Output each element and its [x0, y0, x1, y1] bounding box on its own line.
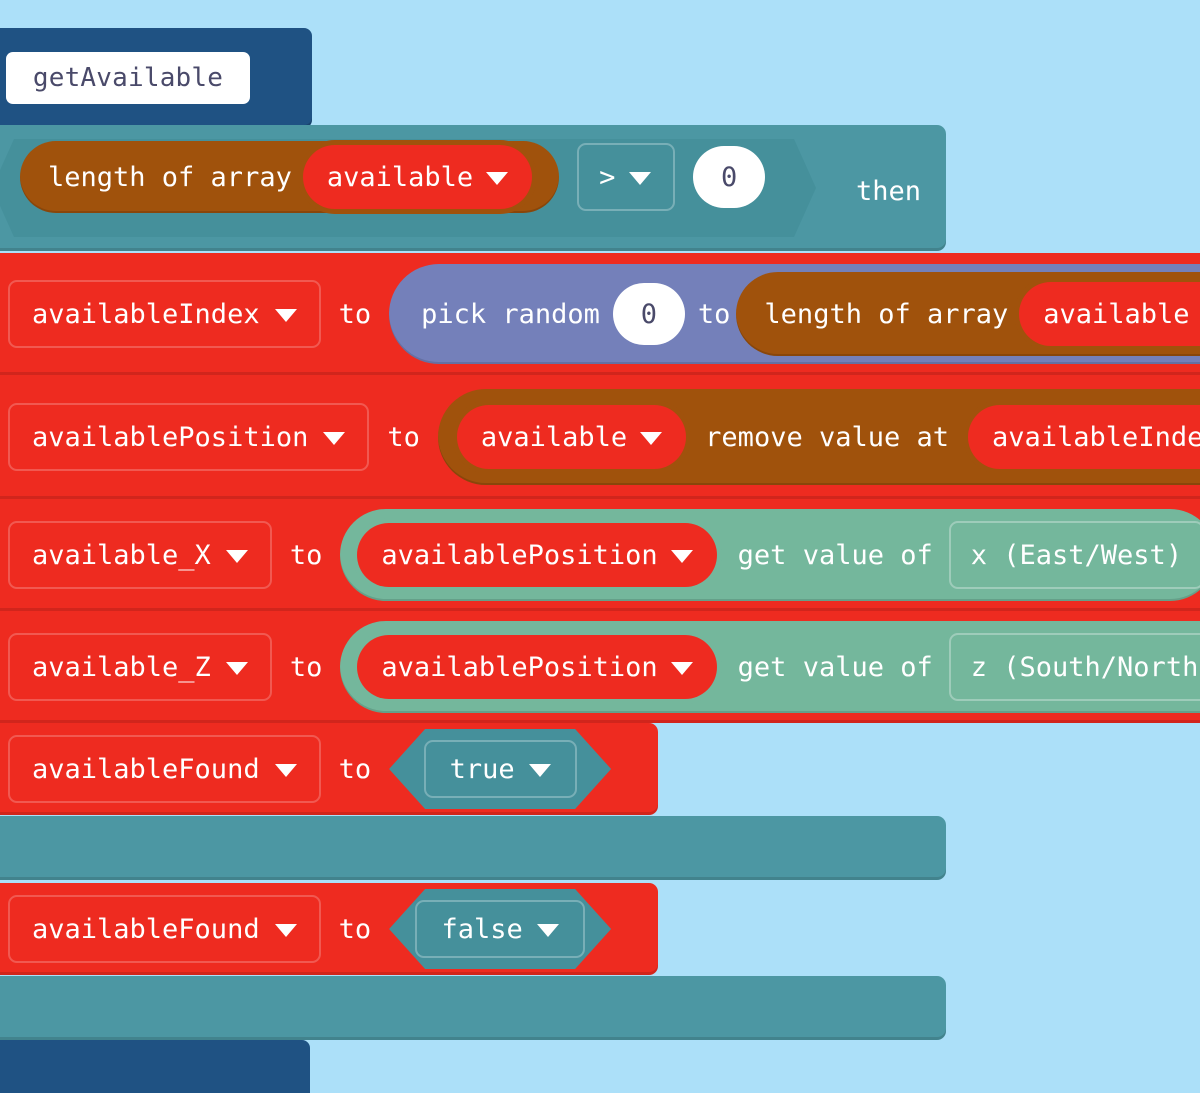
variable-available-position[interactable]: availablePosition — [357, 635, 717, 699]
then-label: then — [856, 176, 922, 207]
pick-random-label: pick random — [421, 298, 600, 330]
variable-target-field[interactable]: available_X — [8, 521, 272, 589]
variable-target-field[interactable]: availableFound — [8, 735, 321, 803]
length-of-array-label: length of array — [764, 298, 1009, 330]
if-else-block-footer[interactable] — [0, 976, 946, 1040]
chevron-down-icon[interactable] — [323, 431, 346, 445]
boolean-literal-block[interactable]: true — [389, 729, 611, 809]
variable-available[interactable]: available — [456, 405, 687, 469]
variable-label: available — [480, 421, 628, 453]
length-of-array-reporter[interactable]: length of array available — [20, 141, 560, 213]
to-label: to — [289, 651, 323, 683]
chevron-down-icon[interactable] — [225, 549, 248, 563]
set-variable-statement[interactable]: availableIndex to pick random 0 to lengt… — [0, 253, 1200, 375]
comparison-block[interactable]: length of array available > 0 — [20, 141, 772, 213]
length-of-array-label: length of array — [48, 161, 292, 193]
else-branch-bar[interactable] — [0, 816, 946, 880]
variable-target-label: availableFound — [32, 753, 260, 785]
pick-random-reporter[interactable]: pick random 0 to length of array availab… — [389, 264, 1200, 364]
chevron-down-icon[interactable] — [537, 924, 559, 937]
variable-available-index[interactable]: availableIndex — [968, 405, 1200, 469]
variable-label: available — [1043, 298, 1190, 330]
variable-target-label: available_X — [32, 539, 211, 571]
function-definition-footer[interactable] — [0, 1040, 310, 1093]
to-label: to — [338, 298, 372, 330]
boolean-value-dropdown[interactable]: true — [424, 740, 577, 798]
set-variable-statement[interactable]: available_X to availablePosition get val… — [0, 499, 1200, 611]
chevron-down-icon[interactable] — [486, 171, 509, 185]
chevron-down-icon[interactable] — [529, 764, 551, 777]
value-key-field[interactable]: z (South/North) — [948, 633, 1200, 701]
function-definition-block[interactable]: getAvailable — [0, 28, 312, 128]
boolean-literal-label: true — [449, 753, 515, 785]
comparison-operator-dropdown[interactable]: > — [577, 143, 676, 211]
variable-target-label: availablePosition — [32, 421, 309, 453]
array-remove-value-at-reporter[interactable]: available remove value at availableIndex — [437, 389, 1200, 485]
variable-available[interactable]: available — [302, 145, 533, 209]
variable-label: availableIndex — [992, 421, 1200, 453]
chevron-down-icon[interactable] — [670, 549, 693, 563]
variable-label: availablePosition — [381, 651, 658, 683]
variable-label: available — [326, 161, 474, 193]
set-variable-statement[interactable]: availablePosition to available remove va… — [0, 375, 1200, 499]
chevron-down-icon[interactable] — [274, 308, 297, 322]
chevron-down-icon[interactable] — [629, 171, 652, 185]
set-variable-statement[interactable]: available_Z to availablePosition get val… — [0, 611, 1200, 723]
chevron-down-icon[interactable] — [274, 763, 297, 777]
get-value-of-label: get value of — [737, 539, 933, 571]
variable-target-field[interactable]: availableFound — [8, 895, 321, 963]
chevron-down-icon[interactable] — [274, 923, 297, 937]
chevron-down-icon[interactable] — [225, 661, 248, 675]
random-to-label: to — [697, 298, 731, 330]
get-value-of-label: get value of — [737, 651, 933, 683]
variable-available[interactable]: available — [1019, 282, 1200, 346]
to-label: to — [289, 539, 323, 571]
boolean-literal-label: false — [441, 913, 523, 945]
variable-label: availablePosition — [381, 539, 658, 571]
variable-available-position[interactable]: availablePosition — [357, 523, 717, 587]
chevron-down-icon[interactable] — [670, 661, 693, 675]
chevron-down-icon[interactable] — [640, 431, 663, 445]
variable-target-label: availableFound — [32, 913, 260, 945]
set-variable-statement[interactable]: availableFound to true — [0, 723, 658, 815]
get-value-of-reporter[interactable]: availablePosition get value of z (South/… — [340, 621, 1200, 713]
length-of-array-reporter[interactable]: length of array available — [736, 272, 1200, 356]
variable-target-label: available_Z — [32, 651, 211, 683]
variable-target-field[interactable]: availableIndex — [8, 280, 321, 348]
to-label: to — [338, 753, 372, 785]
get-value-of-reporter[interactable]: availablePosition get value of x (East/W… — [340, 509, 1200, 601]
variable-target-field[interactable]: availablePosition — [8, 403, 370, 471]
set-variable-statement[interactable]: availableFound to false — [0, 883, 658, 975]
random-min-input[interactable]: 0 — [612, 283, 685, 345]
value-key-field[interactable]: x (East/West) — [948, 521, 1200, 589]
to-label: to — [338, 913, 372, 945]
operator-label: > — [599, 161, 616, 193]
to-label: to — [387, 421, 420, 453]
number-input-zero[interactable]: 0 — [693, 146, 766, 208]
boolean-literal-block[interactable]: false — [389, 889, 611, 969]
variable-target-field[interactable]: available_Z — [8, 633, 272, 701]
function-name-field[interactable]: getAvailable — [6, 52, 250, 104]
boolean-value-dropdown[interactable]: false — [415, 900, 584, 958]
remove-value-at-label: remove value at — [705, 421, 950, 453]
variable-target-label: availableIndex — [32, 298, 260, 330]
